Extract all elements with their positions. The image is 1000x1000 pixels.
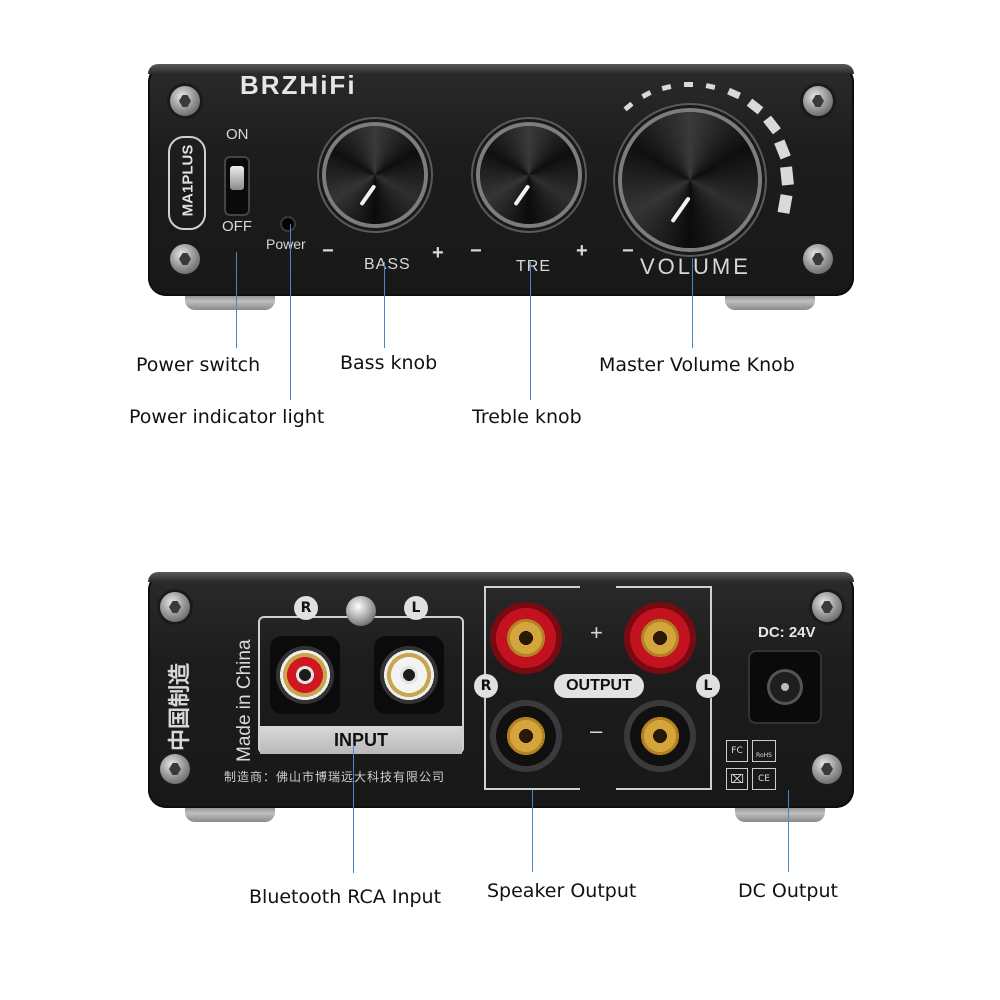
master-volume-knob[interactable] bbox=[622, 112, 758, 248]
output-plus: + bbox=[590, 620, 603, 645]
callout-speaker-output: Speaker Output bbox=[487, 880, 637, 902]
volume-scale-tick bbox=[780, 166, 794, 186]
input-l-label: L bbox=[411, 600, 421, 616]
treble-plus: + bbox=[576, 240, 588, 262]
weee-bin-icon: ⌧ bbox=[726, 768, 748, 790]
volume-scale-tick bbox=[705, 83, 716, 90]
output-box-right-bottom bbox=[616, 698, 712, 790]
callout-treble-knob: Treble knob bbox=[472, 406, 582, 428]
brand-logo: BRZHiFi bbox=[240, 70, 357, 100]
volume-scale-tick bbox=[746, 98, 764, 115]
volume-scale-tick bbox=[777, 194, 793, 214]
front-screw-bottom-left bbox=[170, 244, 200, 274]
output-box-left-top bbox=[484, 586, 580, 688]
rear-screw-top-right bbox=[812, 592, 842, 622]
power-indicator-line bbox=[290, 224, 291, 400]
rear-screw-bottom-right bbox=[812, 754, 842, 784]
front-screw-top-left bbox=[170, 86, 200, 116]
rear-panel: 中国制造 Made in China INPUT R L + – OUTPUT … bbox=[148, 572, 854, 808]
callout-power-indicator: Power indicator light bbox=[129, 406, 325, 428]
model-label: MA1PLUS bbox=[179, 144, 197, 217]
input-r-badge: R bbox=[294, 596, 318, 620]
volume-label: VOLUME bbox=[640, 254, 751, 279]
front-panel: BRZHiFi MA1PLUS ON OFF Power − BASS + − … bbox=[148, 64, 854, 296]
dc-voltage-label: DC: 24V bbox=[758, 624, 816, 641]
rca-input-right[interactable] bbox=[276, 646, 334, 704]
treble-label: TRE bbox=[516, 258, 551, 275]
antenna-screw bbox=[346, 596, 376, 626]
bass-minus: − bbox=[322, 240, 334, 262]
output-r-badge: R bbox=[474, 674, 498, 698]
power-switch[interactable] bbox=[226, 158, 248, 214]
front-screw-bottom-right bbox=[803, 244, 833, 274]
power-switch-line bbox=[236, 252, 237, 348]
volume-scale-tick bbox=[774, 139, 791, 160]
volume-knob-line bbox=[692, 258, 693, 348]
treble-knob-line bbox=[530, 262, 531, 400]
bass-knob-line bbox=[384, 262, 385, 348]
manufacturer-label: 制造商：佛山市博瑞远大科技有限公司 bbox=[224, 770, 446, 784]
dc-jack[interactable] bbox=[750, 652, 820, 722]
volume-scale-tick bbox=[661, 83, 672, 92]
speaker-output-left-negative[interactable] bbox=[624, 700, 696, 772]
callout-bluetooth-rca: Bluetooth RCA Input bbox=[249, 886, 442, 908]
output-l-label: L bbox=[703, 678, 713, 694]
rca-input-line bbox=[353, 745, 354, 873]
output-l-badge: L bbox=[696, 674, 720, 698]
speaker-output-left-positive[interactable] bbox=[624, 602, 696, 674]
output-label: OUTPUT bbox=[566, 677, 632, 694]
speaker-output-right-positive[interactable] bbox=[490, 602, 562, 674]
made-in-china-cn: 中国制造 bbox=[167, 663, 192, 752]
treble-knob[interactable] bbox=[480, 126, 578, 224]
output-box-right-top bbox=[616, 586, 712, 688]
model-badge: MA1PLUS bbox=[168, 136, 206, 230]
switch-on-label: ON bbox=[226, 126, 249, 143]
fc-mark: FC bbox=[726, 740, 748, 762]
callout-bass-knob: Bass knob bbox=[340, 352, 438, 374]
front-screw-top-right bbox=[803, 86, 833, 116]
power-indicator-light bbox=[282, 218, 294, 230]
power-label: Power bbox=[266, 236, 306, 252]
callout-master-volume: Master Volume Knob bbox=[599, 354, 795, 376]
made-in-china-en: Made in China bbox=[234, 639, 255, 762]
input-l-badge: L bbox=[404, 596, 428, 620]
volume-scale-tick bbox=[763, 115, 781, 135]
ce-mark: CE bbox=[752, 768, 776, 790]
bass-label: BASS bbox=[364, 256, 411, 273]
volume-scale-tick bbox=[727, 87, 741, 100]
rohs-mark: RoHS bbox=[752, 740, 776, 762]
volume-scale-tick bbox=[684, 82, 693, 87]
callout-dc-output: DC Output bbox=[738, 880, 838, 902]
switch-off-label: OFF bbox=[222, 218, 252, 235]
input-label: INPUT bbox=[334, 730, 388, 750]
callout-power-switch: Power switch bbox=[136, 354, 261, 376]
volume-scale-tick bbox=[641, 90, 652, 99]
dc-output-line bbox=[788, 790, 789, 872]
bass-knob[interactable] bbox=[326, 126, 424, 224]
treble-minus: − bbox=[470, 240, 482, 262]
bass-plus: + bbox=[432, 242, 444, 264]
speaker-output-right-negative[interactable] bbox=[490, 700, 562, 772]
rca-input-left[interactable] bbox=[380, 646, 438, 704]
speaker-output-line bbox=[532, 790, 533, 872]
input-r-label: R bbox=[300, 600, 312, 616]
rear-screw-top-left bbox=[160, 592, 190, 622]
volume-minus: − bbox=[622, 240, 634, 262]
output-box-left-bottom bbox=[484, 698, 580, 790]
output-label-badge: OUTPUT bbox=[554, 674, 644, 698]
volume-scale-tick bbox=[623, 101, 634, 112]
input-label-bar bbox=[260, 726, 462, 754]
rear-screw-bottom-left bbox=[160, 754, 190, 784]
output-r-label: R bbox=[480, 678, 492, 694]
output-minus: – bbox=[590, 718, 603, 743]
